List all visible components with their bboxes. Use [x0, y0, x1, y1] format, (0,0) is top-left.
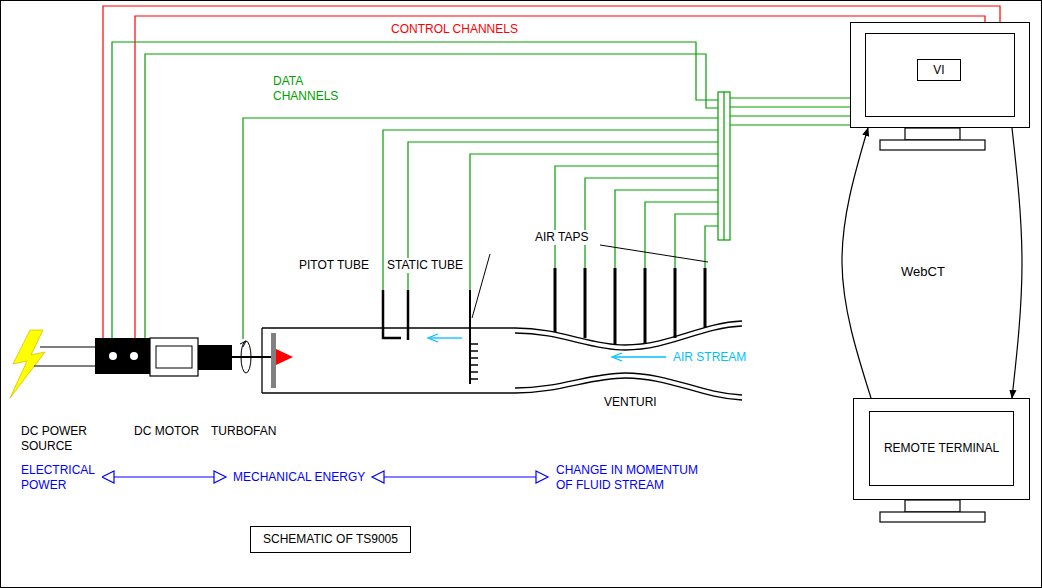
- static-tube: [407, 290, 410, 340]
- leader-line: [600, 245, 708, 262]
- air-tap: [704, 268, 707, 328]
- air-tap: [614, 268, 617, 344]
- dc-motor: [156, 346, 192, 368]
- channel-label: CONTROL CHANNELS: [390, 22, 519, 37]
- air-tap: [584, 268, 587, 338]
- host-monitor: VI: [850, 22, 1030, 128]
- air-tap: [644, 268, 647, 344]
- connector-block: [723, 92, 724, 240]
- energy-label: ELECTRICAL POWER: [20, 463, 102, 493]
- energy-label: MECHANICAL ENERGY: [232, 470, 366, 485]
- monitor-stand: [880, 512, 985, 522]
- connector-block: [718, 92, 730, 240]
- part-label: PITOT TUBE: [298, 258, 370, 273]
- air-tap: [674, 268, 677, 338]
- duct: [262, 327, 515, 328]
- flow-arrow: [430, 337, 462, 338]
- rake-tick: [470, 357, 478, 359]
- pitot-tube: [383, 290, 401, 338]
- terminal-dot: [109, 352, 117, 360]
- duct: [261, 328, 262, 393]
- data-wire: [243, 118, 718, 339]
- network-link: [842, 128, 871, 398]
- flow-arrow: [614, 356, 666, 357]
- data-wire: [730, 115, 850, 116]
- node-text: SCHEMATIC OF TS9005: [263, 532, 398, 547]
- monitor-stand: [880, 140, 985, 150]
- flow-label: AIR STREAM: [672, 350, 747, 365]
- static-rake: [469, 290, 471, 384]
- power-lead: [34, 365, 95, 366]
- venturi: [515, 321, 742, 345]
- turbofan: [276, 349, 293, 365]
- part-label: DC MOTOR: [133, 424, 200, 439]
- rake-tick: [470, 378, 478, 380]
- rake-tick: [470, 364, 478, 366]
- rake-tick: [470, 343, 478, 345]
- data-wire: [555, 166, 718, 268]
- energy-arrow: [102, 471, 114, 483]
- node-text: REMOTE TERMINAL: [869, 411, 1014, 486]
- node-text: VI: [917, 59, 961, 81]
- network-link: [1012, 128, 1022, 398]
- duct: [262, 392, 515, 393]
- part-label: AIR TAPS: [534, 230, 590, 245]
- part-label: TURBOFAN: [210, 424, 277, 439]
- part-label: DC POWER SOURCE: [20, 424, 94, 454]
- dc-motor: [150, 338, 198, 376]
- rotation-symbol: [241, 341, 251, 373]
- data-wire: [145, 54, 718, 338]
- energy-label: CHANGE IN MOMENTUM OF FLUID STREAM: [555, 463, 709, 493]
- leader-line: [472, 254, 490, 318]
- data-wire: [615, 190, 718, 268]
- air-tap: [554, 268, 557, 332]
- terminal-dot: [130, 352, 138, 360]
- remote-terminal: REMOTE TERMINAL: [853, 398, 1030, 500]
- venturi: [515, 373, 742, 395]
- energy-arrow: [372, 471, 384, 483]
- venturi: [515, 326, 742, 350]
- channel-label: DATA CHANNELS: [272, 74, 346, 104]
- rotation-symbol: [240, 341, 246, 347]
- data-wire: [585, 178, 718, 268]
- data-wire: [112, 42, 718, 338]
- motor-block: [198, 345, 232, 370]
- lightning-bolt: [10, 330, 45, 398]
- monitor-stand: [905, 128, 960, 140]
- rake-tick: [470, 350, 478, 352]
- part-label: VENTURI: [603, 395, 658, 410]
- rake-tick: [470, 371, 478, 373]
- dc-power-source: [95, 338, 150, 374]
- part-label: STATIC TUBE: [386, 258, 464, 273]
- energy-arrow: [112, 476, 216, 477]
- energy-arrow: [536, 471, 548, 483]
- energy-arrow: [214, 471, 226, 483]
- power-lead: [40, 346, 95, 347]
- network-label: WebCT: [900, 264, 946, 279]
- monitor-stand: [905, 500, 960, 512]
- data-wire: [470, 154, 718, 290]
- data-wire: [730, 97, 850, 98]
- flow-arrow: [612, 353, 622, 361]
- flow-arrow: [428, 334, 438, 342]
- data-wire: [730, 124, 850, 125]
- energy-arrow: [382, 476, 538, 477]
- data-wire: [730, 106, 850, 107]
- title-box: SCHEMATIC OF TS9005: [250, 526, 411, 553]
- data-wire: [383, 130, 718, 290]
- turbofan: [271, 333, 276, 388]
